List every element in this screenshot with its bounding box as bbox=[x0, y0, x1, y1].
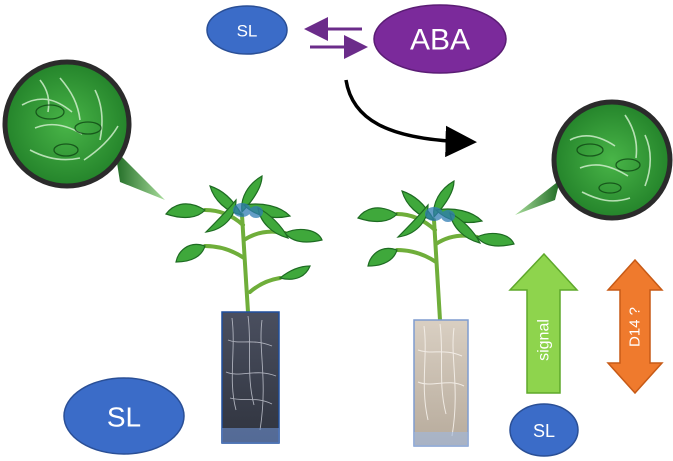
right-plant bbox=[357, 179, 515, 447]
aba-effect-arrow bbox=[344, 79, 477, 158]
sl-right-label: SL bbox=[533, 421, 555, 441]
d14-label: D14 ? bbox=[627, 307, 644, 347]
sl-left-label: SL bbox=[107, 402, 141, 433]
signal-label: signal bbox=[536, 319, 553, 361]
sl-right-node: SL bbox=[509, 403, 579, 457]
aba-label: ABA bbox=[410, 24, 470, 57]
left-root-box bbox=[221, 311, 280, 444]
sl-left-node: SL bbox=[63, 377, 185, 455]
left-leaf-magnifier bbox=[2, 59, 165, 200]
signal-arrow: signal bbox=[508, 252, 579, 394]
d14-double-arrow: D14 ? bbox=[606, 258, 664, 395]
sl-aba-exchange-arrows bbox=[304, 17, 368, 59]
sl-top-node: SL bbox=[206, 5, 288, 55]
sl-top-label: SL bbox=[237, 22, 258, 41]
right-leaf-magnifier bbox=[515, 99, 673, 221]
left-plant bbox=[165, 174, 323, 444]
aba-node: ABA bbox=[373, 4, 507, 74]
